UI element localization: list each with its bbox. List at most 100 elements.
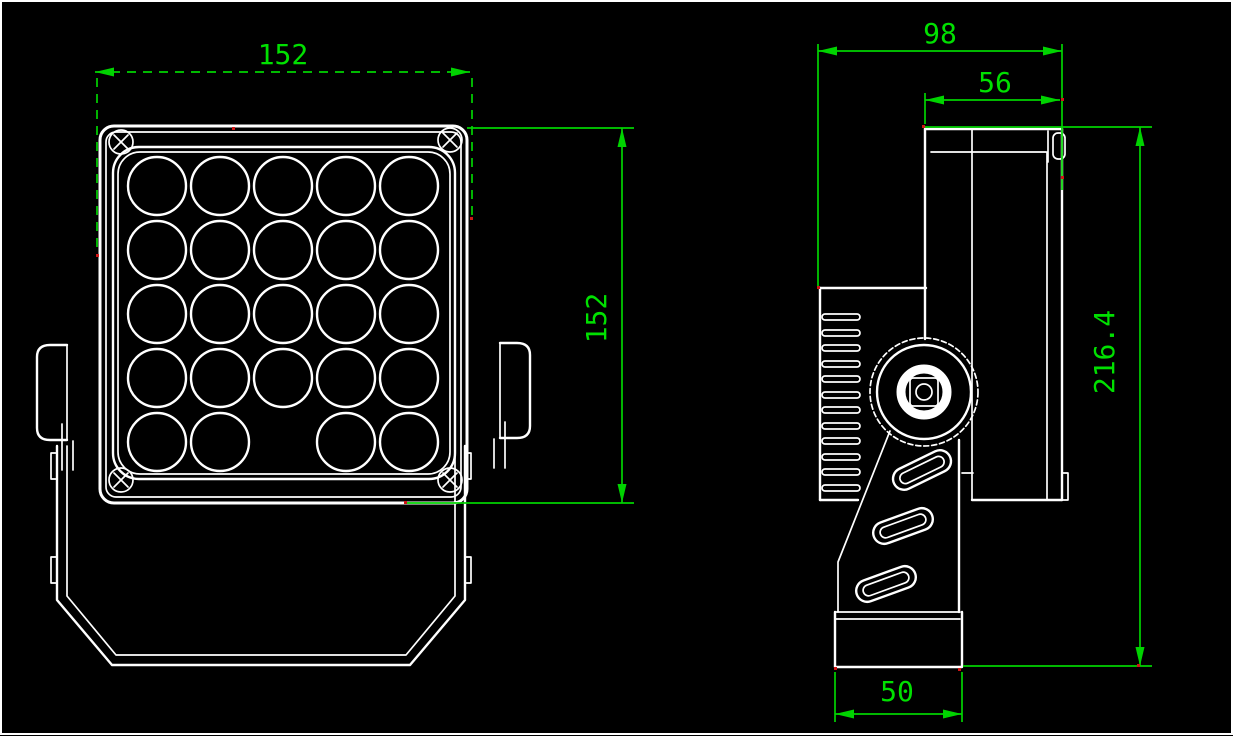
heatsink-fin xyxy=(821,344,861,352)
dim-text-side-body-depth: 56 xyxy=(978,66,1012,99)
led-circle xyxy=(252,347,314,409)
arm-slot-inner xyxy=(879,513,927,539)
dim-arrow xyxy=(1135,647,1145,666)
led-circle xyxy=(378,347,440,409)
bracket-foot xyxy=(833,610,964,669)
dimension-front-width: 152 xyxy=(95,38,473,255)
defpoint-dot xyxy=(1061,98,1064,101)
bracket-notch xyxy=(464,556,472,584)
dim-text-front-width: 152 xyxy=(258,38,309,71)
led-circle xyxy=(252,155,314,217)
dim-arrow xyxy=(617,484,627,503)
dim-arrow xyxy=(95,67,114,77)
side-body xyxy=(923,127,1069,502)
heatsink-fins xyxy=(821,313,861,492)
dimension-side-depth: 98 xyxy=(817,17,1063,287)
dim-arrow xyxy=(1041,95,1060,105)
screw-icon xyxy=(437,127,463,153)
dim-arrow xyxy=(818,46,837,56)
bracket-notch xyxy=(50,556,58,584)
defpoint-dot xyxy=(958,668,961,671)
dim-arrow xyxy=(925,95,944,105)
defpoint-dot xyxy=(817,286,820,289)
mounting-bracket-front xyxy=(50,444,472,667)
led-circle xyxy=(126,155,188,217)
arm-slot-outer xyxy=(855,564,917,604)
screw-cross xyxy=(113,472,129,488)
heatsink xyxy=(818,286,928,502)
defpoint-dot xyxy=(404,501,407,504)
heatsink-fin xyxy=(821,422,861,430)
defpoint-dot xyxy=(834,667,837,670)
bracket-arm-slots xyxy=(855,449,953,604)
dim-arrow xyxy=(835,709,854,719)
dim-text-side-depth: 98 xyxy=(923,17,957,50)
dim-arrow xyxy=(617,128,627,147)
knob-center-nut xyxy=(909,377,939,407)
defpoint-dot xyxy=(1061,176,1064,179)
dim-arrow xyxy=(1043,46,1062,56)
knob-center-hole xyxy=(915,383,933,401)
defpoint-dot xyxy=(470,217,473,220)
led-circle xyxy=(126,347,188,409)
dimension-side-height: 216.4 xyxy=(922,126,1152,667)
front-housing-outline xyxy=(98,124,469,505)
dim-arrow xyxy=(1135,127,1145,146)
dimension-side-body-depth: 56 xyxy=(924,66,1060,124)
led-panel-outline xyxy=(111,145,457,481)
defpoints xyxy=(96,98,1140,671)
heatsink-fin xyxy=(821,375,861,383)
dim-text-side-base-width: 50 xyxy=(880,675,914,708)
corner-screws xyxy=(108,127,463,493)
arm-slot-inner xyxy=(862,571,910,597)
arm-slot-inner xyxy=(899,455,945,485)
left-pivot-knob xyxy=(35,343,74,471)
led-panel-inner-line xyxy=(117,151,451,475)
led-circle xyxy=(126,219,188,281)
screw-cross xyxy=(442,132,458,148)
led-circle xyxy=(378,155,440,217)
side-view: 98 56 216.4 50 xyxy=(817,17,1152,722)
pivot-knob-side xyxy=(869,337,979,447)
led-circle xyxy=(189,219,251,281)
right-pivot-knob xyxy=(493,341,532,469)
dimension-side-base-width: 50 xyxy=(834,672,963,722)
heatsink-fin xyxy=(821,313,861,321)
defpoint-dot xyxy=(1137,664,1140,667)
heatsink-fin xyxy=(821,406,861,414)
bracket-notch xyxy=(464,452,472,480)
bracket-arm xyxy=(837,430,961,614)
led-circle xyxy=(315,347,377,409)
heatsink-fin xyxy=(821,391,861,399)
led-circle xyxy=(189,283,251,345)
dimension-front-height: 152 xyxy=(405,127,634,504)
screw-icon xyxy=(437,467,463,493)
heatsink-fin xyxy=(821,453,861,461)
screw-icon xyxy=(108,129,134,155)
led-grid xyxy=(126,155,440,473)
heatsink-fin xyxy=(821,437,861,445)
led-circle xyxy=(378,219,440,281)
heatsink-fin xyxy=(821,484,861,492)
led-circle xyxy=(252,219,314,281)
arm-slot-outer xyxy=(872,506,934,546)
screw-icon xyxy=(108,467,134,493)
defpoint-dot xyxy=(96,254,99,257)
led-circle xyxy=(252,283,314,345)
led-circle xyxy=(126,411,188,473)
bracket-notch xyxy=(50,452,58,480)
screw-cross xyxy=(113,134,129,150)
led-circle xyxy=(189,347,251,409)
led-circle xyxy=(189,411,251,473)
dim-text-side-height: 216.4 xyxy=(1088,310,1121,394)
dim-text-front-height: 152 xyxy=(580,293,613,344)
dim-arrow xyxy=(451,67,470,77)
defpoint-dot xyxy=(922,125,925,128)
body-bottom-tab xyxy=(1061,472,1069,501)
led-circle xyxy=(315,155,377,217)
led-circle xyxy=(315,411,377,473)
led-circle xyxy=(189,155,251,217)
arm-slot-outer xyxy=(891,449,953,491)
